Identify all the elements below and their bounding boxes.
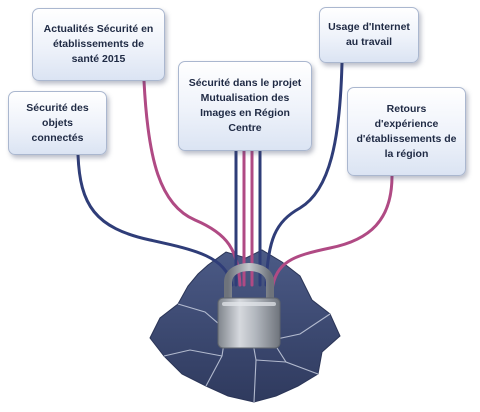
wire-actualites-magenta <box>142 79 242 287</box>
wire-internet-navy <box>264 61 344 287</box>
topic-label-objets-connectes: Sécurité des objets connectés <box>26 101 89 144</box>
topic-label-projet-mutualisation: Sécurité dans le projet Mutualisation de… <box>188 77 302 134</box>
topic-box-actualites: Actualités Sécurité en établissements de… <box>32 8 165 81</box>
padlock-icon <box>217 263 281 349</box>
connection-wires <box>76 61 394 292</box>
topic-label-retours-experience: Retours d'expérience d'établissements de… <box>356 102 457 160</box>
wire-objets-navy <box>76 153 234 287</box>
padlock-shackle <box>224 263 274 304</box>
topic-box-retours-experience: Retours d'expérience d'établissements de… <box>347 87 466 176</box>
topic-box-usage-internet: Usage d'Internet au travail <box>319 7 419 63</box>
topic-box-projet-mutualisation: Sécurité dans le projet Mutualisation de… <box>178 61 312 151</box>
topic-box-objets-connectes: Sécurité des objets connectés <box>8 91 107 155</box>
topic-label-usage-internet: Usage d'Internet au travail <box>328 21 410 48</box>
wire-retours-magenta <box>270 174 394 292</box>
padlock-body <box>217 297 281 349</box>
topic-label-actualites: Actualités Sécurité en établissements de… <box>43 23 154 65</box>
